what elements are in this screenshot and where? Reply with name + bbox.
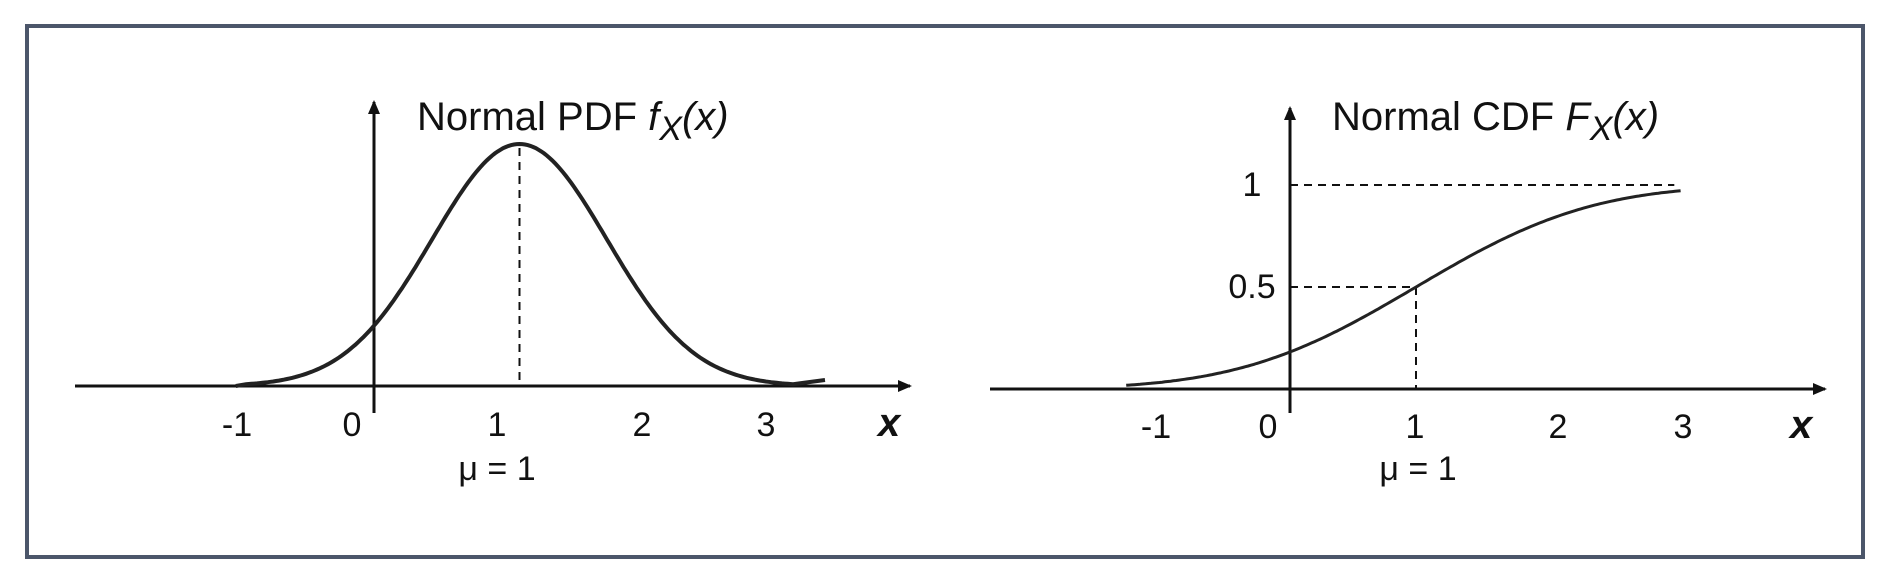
pdf-mean-label: μ = 1 — [458, 450, 535, 488]
pdf-tick-label: 1 — [488, 406, 507, 444]
cdf-y-tick-label: 0.5 — [1228, 268, 1275, 306]
pdf-tick-label: 0 — [343, 406, 362, 444]
cdf-tick-label: 1 — [1406, 408, 1425, 446]
cdf-panel: Normal CDF FX(x) 0.5 1 -1 0 1 2 3 x μ = … — [990, 95, 1827, 488]
cdf-tick-label: 3 — [1674, 408, 1693, 446]
cdf-curve — [1126, 189, 1681, 387]
cdf-x-axis-label: x — [1788, 403, 1814, 447]
cdf-y-tick-label: 1 — [1243, 166, 1262, 204]
figure-frame — [25, 24, 1865, 559]
cdf-title: Normal CDF FX(x) — [1332, 95, 1659, 148]
cdf-tick-label: 2 — [1549, 408, 1568, 446]
pdf-title: Normal PDF fX(x) — [417, 95, 729, 148]
pdf-tick-label: -1 — [222, 406, 252, 444]
pdf-tick-label: 2 — [633, 406, 652, 444]
cdf-tick-label: -1 — [1141, 408, 1171, 446]
cdf-tick-label: 0 — [1259, 408, 1278, 446]
pdf-curve — [235, 141, 826, 388]
pdf-x-axis-label: x — [876, 401, 902, 445]
pdf-tick-label: 3 — [757, 406, 776, 444]
pdf-panel: Normal PDF fX(x) -1 0 1 2 3 x μ = 1 — [75, 95, 912, 488]
cdf-mean-label: μ = 1 — [1379, 450, 1456, 488]
